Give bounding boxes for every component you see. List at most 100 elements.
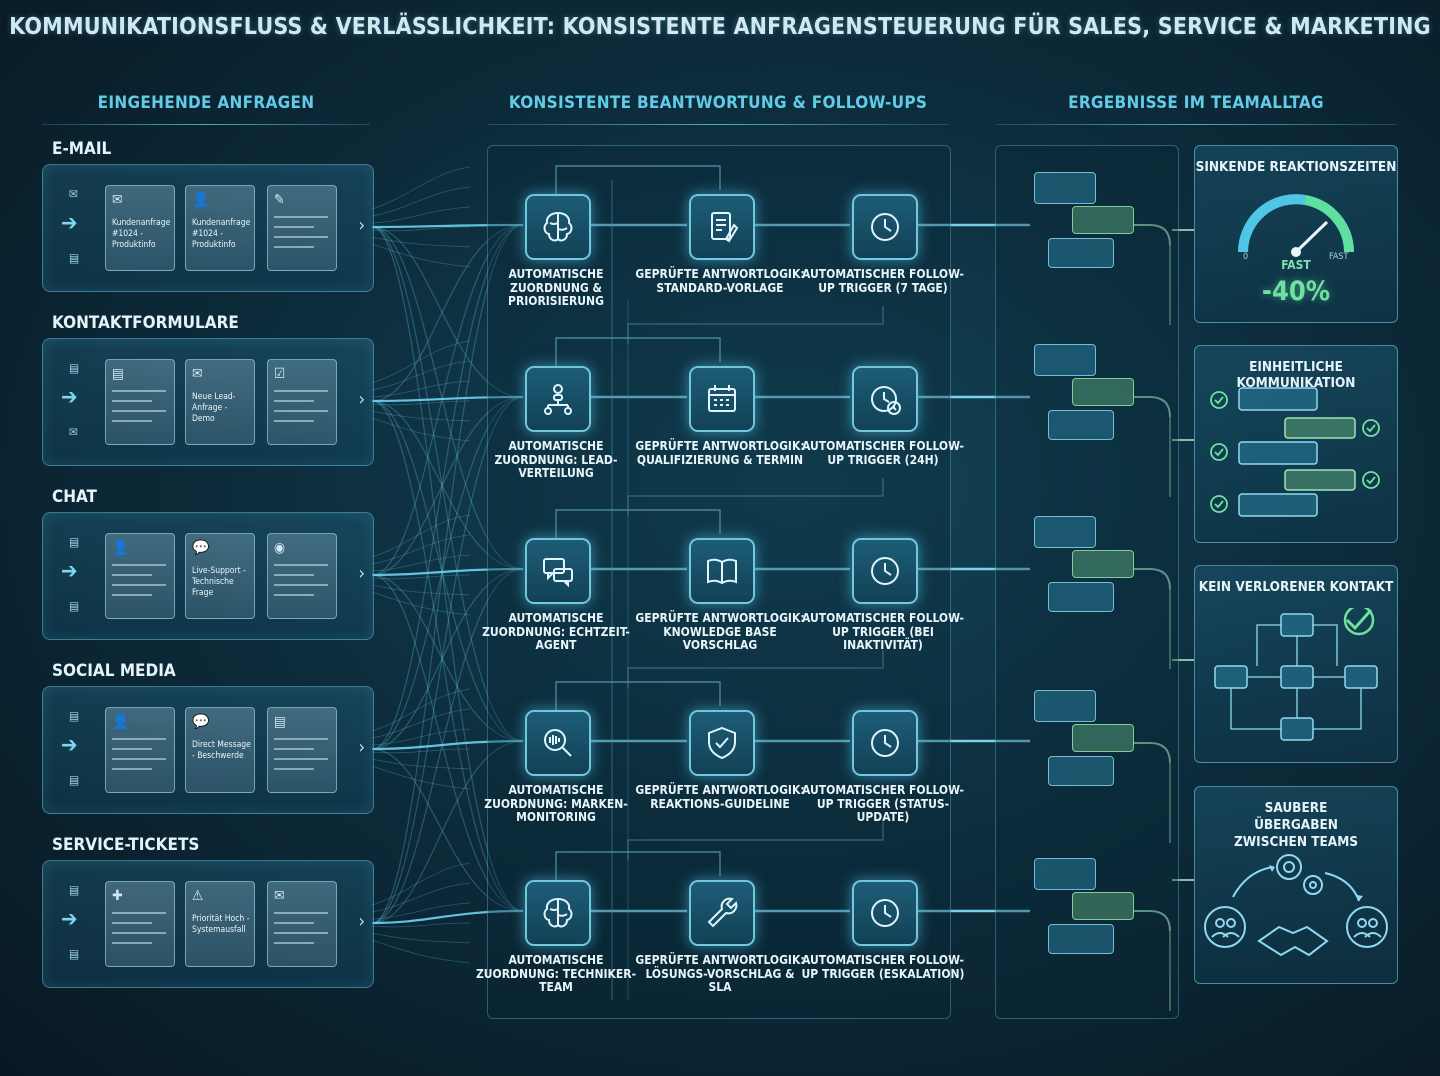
chevron-right-icon[interactable]: › [358,911,365,932]
card-text: Kundenanfrage #1024 - Produktinfo [192,218,251,250]
text-line [274,748,314,750]
node-label: AUTOMATISCHER FOLLOW-UP TRIGGER (24H) [802,439,964,467]
divider [487,124,949,125]
assignment-node[interactable] [525,880,591,946]
node-label: GEPRÜFTE ANTWORTLOGIK: REAKTIONS-GUIDELI… [635,783,805,811]
result-no-lost-contact: KEIN VERLORENER KONTAKT [1194,565,1398,763]
node-label: AUTOMATISCHE ZUORDNUNG & PRIORISIERUNG [508,267,604,308]
text-line [274,584,328,586]
channel-label: SERVICE-TICKETS [52,835,200,855]
chat-bubble-icon [1072,206,1134,234]
chevron-right-icon[interactable]: › [358,215,365,236]
channel-panel[interactable]: ➔▤✉▤✉Neue Lead-Anfrage - Demo☑› [42,338,374,466]
response-logic-node[interactable] [689,880,755,946]
clock-icon [871,557,899,585]
text-line [274,594,314,596]
card-icon: 👤 [112,540,130,556]
request-card[interactable]: ✉ [267,881,337,967]
card-icon: ✉ [112,192,123,208]
channel-icon: ▤ [69,709,80,723]
text-line [274,216,328,218]
clock-alarm-icon [871,386,901,415]
arrow-right-icon: ➔ [61,733,78,758]
request-card[interactable]: 👤 Kundenanfrage #1024 - Produktinfo [185,185,255,271]
chat-bubble-icon [1034,344,1096,376]
chevron-right-icon[interactable]: › [358,389,365,410]
org-chart-icon [544,384,572,415]
gauge-max: FAST [1329,252,1349,262]
result-title: KEIN VERLORENER KONTAKT [1198,579,1394,595]
text-line [112,390,166,392]
request-card[interactable]: ✚ [105,881,175,967]
channel-icon: ✉ [69,187,79,201]
request-card[interactable]: ☑ [267,359,337,445]
chevron-right-icon[interactable]: › [358,737,365,758]
followup-node[interactable] [852,194,918,260]
text-line [274,932,328,934]
speedometer-icon [1238,194,1354,257]
result-title: SINKENDE REAKTIONSZEITEN [1195,159,1397,175]
text-line [274,564,328,566]
request-card[interactable]: 💬Direct Message - Beschwerde [185,707,255,793]
text-line [112,564,166,566]
channel-panel[interactable]: ➔▤▤✚⚠Priorität Hoch - Systemausfall✉› [42,860,374,988]
assignment-node[interactable] [525,194,591,260]
text-line [274,912,328,914]
request-card[interactable]: ⚠ Priorität Hoch - Systemausfall [185,881,255,967]
followup-node[interactable] [852,710,918,776]
text-line [274,768,314,770]
request-card[interactable]: ✉Kundenanfrage #1024 - Produktinfo [105,185,175,271]
text-line [112,574,152,576]
channel-icon: ▤ [69,883,80,897]
result-consistent-communication: EINHEITLICHE KOMMUNIKATION [1194,345,1398,543]
response-logic-node[interactable] [689,366,755,432]
assignment-node[interactable] [525,710,591,776]
followup-node[interactable] [852,880,918,946]
card-icon: ✉ [192,366,203,382]
request-card[interactable]: 👤 [105,533,175,619]
node-label: GEPRÜFTE ANTWORTLOGIK: STANDARD-VORLAGE [635,267,805,295]
channel-icon: ▤ [69,599,80,613]
text-line [274,236,328,238]
text-line [274,574,314,576]
card-icon: ▤ [112,366,124,382]
request-card[interactable]: 👤 [105,707,175,793]
chat-icon [543,558,573,588]
chevron-right-icon[interactable]: › [358,563,365,584]
card-text: Live-Support - Technische Frage [192,566,246,598]
column-header-incoming: EINGEHENDE ANFRAGEN [97,93,315,113]
chat-check-icon [1210,387,1380,517]
request-card[interactable]: ✎ [267,185,337,271]
followup-node[interactable] [852,366,918,432]
card-icon: 👤 [112,714,130,730]
chat-bubble-icon [1034,690,1096,722]
card-icon: ⚠ [192,888,204,904]
text-line [112,410,166,412]
request-card[interactable]: ▤ [105,359,175,445]
chat-bubble-icon [1072,378,1134,406]
node-label: AUTOMATISCHE ZUORDNUNG: LEAD-VERTEILUNG [494,439,618,480]
request-card[interactable]: ▤ [267,707,337,793]
response-logic-node[interactable] [689,538,755,604]
request-card[interactable]: ◉ [267,533,337,619]
node-label: AUTOMATISCHE ZUORDNUNG: MARKEN-MONITORIN… [484,783,628,824]
card-icon: ☑ [274,366,286,382]
request-card[interactable]: ✉Neue Lead-Anfrage - Demo [185,359,255,445]
channel-panel[interactable]: ➔▤▤👤💬Live-Support - Technische Frage◉› [42,512,374,640]
request-card[interactable]: 💬Live-Support - Technische Frage [185,533,255,619]
assignment-node[interactable] [525,366,591,432]
card-icon: 👤 [192,192,210,208]
response-logic-node[interactable] [689,194,755,260]
channel-panel[interactable]: ➔▤▤👤💬Direct Message - Beschwerde▤› [42,686,374,814]
response-logic-node[interactable] [689,710,755,776]
node-label: AUTOMATISCHER FOLLOW-UP TRIGGER (STATUS-… [802,783,964,824]
channel-panel[interactable]: ➔✉▤✉Kundenanfrage #1024 - Produktinfo👤Ku… [42,164,374,292]
column-header-results: ERGEBNISSE IM TEAMALLTAG [1068,93,1324,113]
result-clean-handover: SAUBERE ÜBERGABEN ZWISCHEN TEAMS [1194,786,1398,984]
text-line [112,942,152,944]
channel-label: E-MAIL [52,139,112,159]
result-title: SAUBERE ÜBERGABEN ZWISCHEN TEAMS [1233,800,1359,850]
followup-node[interactable] [852,538,918,604]
card-text: Priorität Hoch - Systemausfall [192,914,250,935]
assignment-node[interactable] [525,538,591,604]
